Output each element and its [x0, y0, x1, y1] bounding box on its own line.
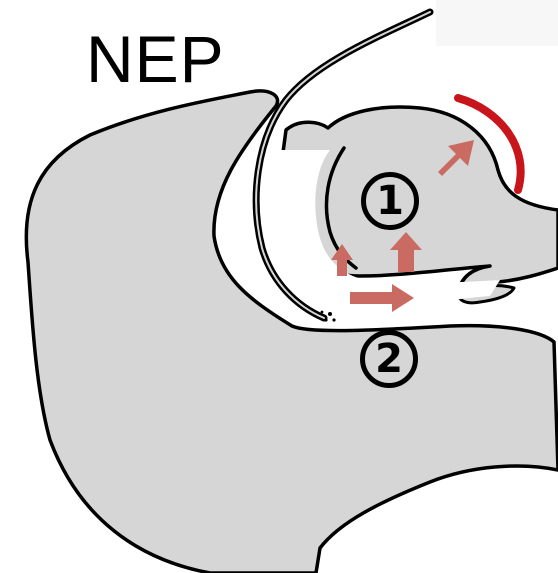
diagram-title: NEP: [86, 26, 225, 92]
marker-1: 1: [361, 172, 419, 230]
background-patch: [436, 0, 558, 46]
marker-2: 2: [360, 330, 418, 388]
